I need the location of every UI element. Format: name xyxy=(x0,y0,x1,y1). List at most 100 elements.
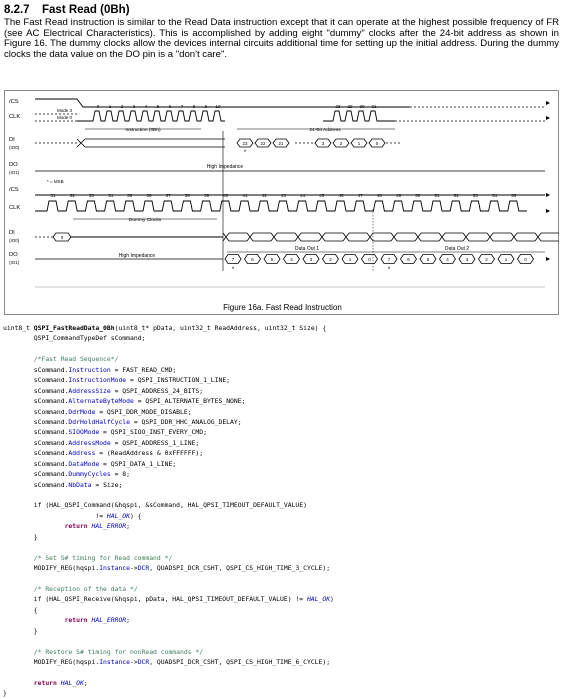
clock-number: 0 xyxy=(97,104,100,109)
di-dont-care xyxy=(270,232,295,242)
dummy-clocks-label: Dummy Clocks xyxy=(129,217,162,223)
data-bit xyxy=(380,254,398,264)
signal-label: (IO0) xyxy=(9,145,20,150)
data-bit-label: 2 xyxy=(329,257,332,262)
di-dont-care xyxy=(462,232,487,242)
code-comment: /* Reception of the data */ xyxy=(33,584,138,593)
clock-number: 54 xyxy=(492,193,498,198)
data-bit-label: 6 xyxy=(251,257,254,262)
di-dont-care xyxy=(222,232,247,242)
code-line: QSPI_CommandTypeDef sCommand; xyxy=(33,334,146,343)
signal-label: /CS xyxy=(9,99,19,105)
address-bit-label: 23 xyxy=(242,141,248,146)
clock-number: 10 xyxy=(215,104,221,109)
cs-arrow xyxy=(546,193,550,197)
data-bit xyxy=(517,254,534,264)
data-out-2-label: Data Out 2 xyxy=(445,246,469,252)
data-bit-label: 0 xyxy=(524,257,527,262)
signal-label: (IO1) xyxy=(9,260,20,265)
address-bit xyxy=(254,138,272,148)
code-line: sCommand.Instruction = FAST_READ_CMD; xyxy=(3,365,177,374)
data-bit xyxy=(244,254,261,264)
code-line: return HAL_ERROR; xyxy=(64,616,131,625)
data-bit xyxy=(419,254,437,264)
code-line: /* Set S# timing for Read command */ xyxy=(3,553,560,563)
clock-number: 1 xyxy=(109,104,112,109)
section-body: The Fast Read instruction is similar to … xyxy=(4,17,559,60)
address-bit xyxy=(368,138,386,148)
code-line xyxy=(3,542,560,552)
data-bit-label: 4 xyxy=(290,257,293,262)
clock-number: 29 xyxy=(347,104,353,109)
clock-number: 53 xyxy=(473,193,479,198)
clock-number: 7 xyxy=(181,104,184,109)
clock-number: 50 xyxy=(415,193,421,198)
code-line: MODIFY_REG(hqspi.Instance->DCR, QUADSPI_… xyxy=(33,658,331,666)
clock-number: 35 xyxy=(127,193,133,198)
instruction-label: Instruction (0Bh) xyxy=(125,127,161,133)
msb-marker: * xyxy=(388,267,391,273)
clock-number: 9 xyxy=(205,104,208,109)
clock-number: 40 xyxy=(223,193,229,198)
data-bit-label: 6 xyxy=(407,257,410,262)
data-out-1-label: Data Out 1 xyxy=(295,246,319,252)
data-bit xyxy=(341,254,359,264)
di-dont-care xyxy=(510,232,535,242)
code-line: sCommand.SIOOMode = QSPI_SIOO_INST_EVERY… xyxy=(3,428,207,437)
clock-number: 31 xyxy=(50,193,56,198)
code-line: sCommand.DdrHoldHalfCycle = QSPI_DDR_HHC… xyxy=(3,417,242,426)
data-bit-label: 0 xyxy=(368,257,371,262)
code-line: if (HAL_QSPI_Receive(&hqspi, pData, HAL_… xyxy=(33,595,334,604)
code-line xyxy=(3,636,560,646)
signal-label: /CS xyxy=(9,187,19,193)
data-bit-label: 1 xyxy=(505,257,508,262)
code-line: != HAL_OK) { xyxy=(95,511,142,520)
clock-number: 41 xyxy=(242,193,248,198)
address-bit-label: 21 xyxy=(278,141,284,146)
data-bit xyxy=(497,254,515,264)
di-dont-care xyxy=(294,232,319,242)
di-dont-care xyxy=(534,232,559,242)
code-line: sCommand.InstructionMode = QSPI_INSTRUCT… xyxy=(3,376,231,385)
msb-marker: * xyxy=(232,267,235,273)
clock-number: 45 xyxy=(319,193,325,198)
data-bit xyxy=(263,254,281,264)
code-line: sCommand.AddressMode = QSPI_ADDRESS_1_LI… xyxy=(3,438,200,447)
address-bit-label: 3 xyxy=(322,141,325,146)
mode3-label: Mode 3 xyxy=(57,108,73,113)
code-line xyxy=(3,490,560,500)
signal-label: DI xyxy=(9,230,15,236)
address-bit xyxy=(350,138,368,148)
clock-number: 5 xyxy=(157,104,160,109)
code-line: MODIFY_REG(hqspi.Instance->DCR, QUADSPI_… xyxy=(33,564,331,573)
signal-label: DI xyxy=(9,137,15,143)
do-arrow xyxy=(546,257,550,261)
high-impedance-label: High Impedance xyxy=(119,253,156,259)
code-line xyxy=(3,667,560,677)
code-line: sCommand.AlternateByteMode = QSPI_ALTERN… xyxy=(3,397,246,406)
clock-number: 31 xyxy=(371,104,377,109)
code-line: } xyxy=(3,689,7,698)
data-bit-label: 3 xyxy=(466,257,469,262)
clock-number: 33 xyxy=(89,193,95,198)
clock-number: 36 xyxy=(146,193,152,198)
figure-caption: Figure 16a. Fast Read Instruction xyxy=(223,303,342,312)
mode0-label: Mode 0 xyxy=(57,115,73,120)
code-listing: uint8_t QSPI_FastReadData_0Bh(uint8_t* p… xyxy=(3,323,560,699)
data-bit-label: 2 xyxy=(485,257,488,262)
clock-number: 39 xyxy=(204,193,210,198)
code-comment: /* Set S# timing for Read command */ xyxy=(33,553,173,562)
clk-waveform xyxy=(77,110,225,122)
code-line: { xyxy=(33,605,38,614)
data-bit xyxy=(322,254,339,264)
clock-number: 32 xyxy=(70,193,76,198)
code-comment: /*Fast Read Sequence*/ xyxy=(33,355,119,364)
code-line: /*Fast Read Sequence*/ xyxy=(3,354,560,364)
clock-number: 52 xyxy=(454,193,460,198)
data-bit xyxy=(302,254,320,264)
clk-arrow xyxy=(546,209,550,213)
code-line: } xyxy=(33,626,38,635)
code-line: /* Reception of the data */ xyxy=(3,584,560,594)
di-dont-care xyxy=(246,232,271,242)
